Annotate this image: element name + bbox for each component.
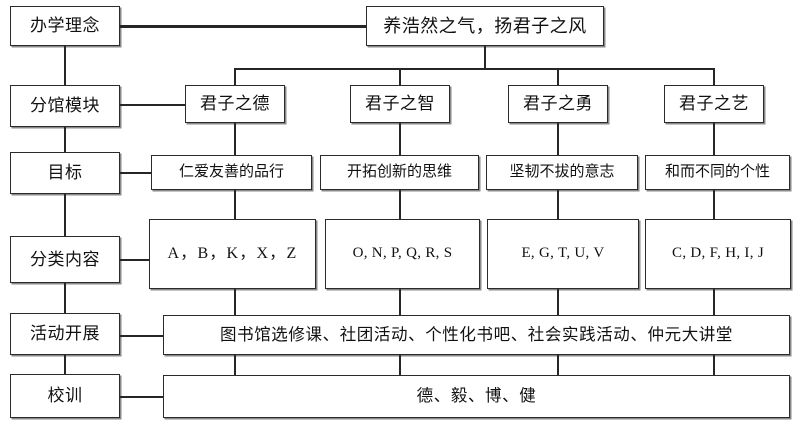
- connector-category-zhi-to-activities: [399, 289, 401, 315]
- connector-motto-label-to-row: [120, 396, 163, 398]
- module-box-de: 君子之德: [185, 85, 285, 123]
- connector-goal-will-to-category: [557, 190, 559, 219]
- row-label-modules: 分馆模块: [10, 85, 120, 127]
- connector-goals-label-to-row: [120, 172, 151, 174]
- connector-bus-to-module-yong: [557, 68, 559, 85]
- connector-activities-to-motto-4: [713, 355, 715, 375]
- connector-activities-to-motto-1: [234, 355, 236, 375]
- connector-categories-label-to-row: [120, 259, 149, 261]
- module-box-zhi: 君子之智: [350, 85, 450, 123]
- category-box-zhi: O, N, P, Q, R, S: [325, 219, 480, 289]
- connector-module-de-to-goal: [234, 123, 236, 155]
- connector-title-stem: [484, 46, 486, 69]
- connector-bus-to-module-zhi: [399, 68, 401, 85]
- core-philosophy-box: 养浩然之气，扬君子之风: [366, 6, 604, 46]
- connector-module-yi-to-goal: [713, 123, 715, 155]
- connector-modules-label-to-row: [120, 104, 185, 106]
- connector-bus-to-module-de: [234, 68, 236, 85]
- connector-goal-character-to-category: [234, 190, 236, 219]
- connector-bus-to-module-yi: [713, 68, 715, 85]
- goal-box-will: 坚韧不拔的意志: [486, 155, 638, 190]
- connector-module-yong-to-goal: [557, 123, 559, 155]
- motto-box: 德、毅、博、健: [163, 375, 790, 418]
- connector-left-categories-to-activities: [64, 283, 67, 313]
- goal-box-character: 仁爱友善的品行: [151, 155, 312, 190]
- connector-left-modules-to-goals: [64, 127, 67, 152]
- connector-module-bus: [234, 68, 715, 70]
- row-label-philosophy: 办学理念: [10, 6, 120, 46]
- row-label-motto: 校训: [10, 374, 120, 418]
- row-label-categories: 分类内容: [10, 236, 120, 283]
- module-box-yi: 君子之艺: [664, 85, 764, 123]
- row-label-activities: 活动开展: [10, 313, 120, 355]
- connector-category-de-to-activities: [234, 289, 236, 315]
- goal-box-thinking: 开拓创新的思维: [320, 155, 479, 190]
- connector-goal-personality-to-category: [713, 190, 715, 219]
- connector-left-activities-to-motto: [64, 355, 67, 374]
- activities-box: 图书馆选修课、社团活动、个性化书吧、社会实践活动、仲元大讲堂: [163, 315, 790, 355]
- connector-activities-to-motto-2: [399, 355, 401, 375]
- category-box-yi: C, D, F, H, I, J: [645, 219, 791, 289]
- connector-category-yong-to-activities: [557, 289, 559, 315]
- module-box-yong: 君子之勇: [508, 85, 608, 123]
- connector-activities-label-to-row: [120, 335, 163, 337]
- connector-left-philosophy-to-modules: [64, 46, 67, 85]
- row-label-goals: 目标: [10, 152, 120, 194]
- connector-category-yi-to-activities: [713, 289, 715, 315]
- connector-left-goals-to-categories: [64, 194, 67, 236]
- connector-philosophy-to-title: [120, 25, 367, 28]
- connector-module-zhi-to-goal: [399, 123, 401, 155]
- goal-box-personality: 和而不同的个性: [645, 155, 790, 190]
- connector-activities-to-motto-3: [557, 355, 559, 375]
- connector-goal-thinking-to-category: [399, 190, 401, 219]
- category-box-de: A，B，K，X，Z: [149, 219, 316, 289]
- category-box-yong: E, G, T, U, V: [487, 219, 639, 289]
